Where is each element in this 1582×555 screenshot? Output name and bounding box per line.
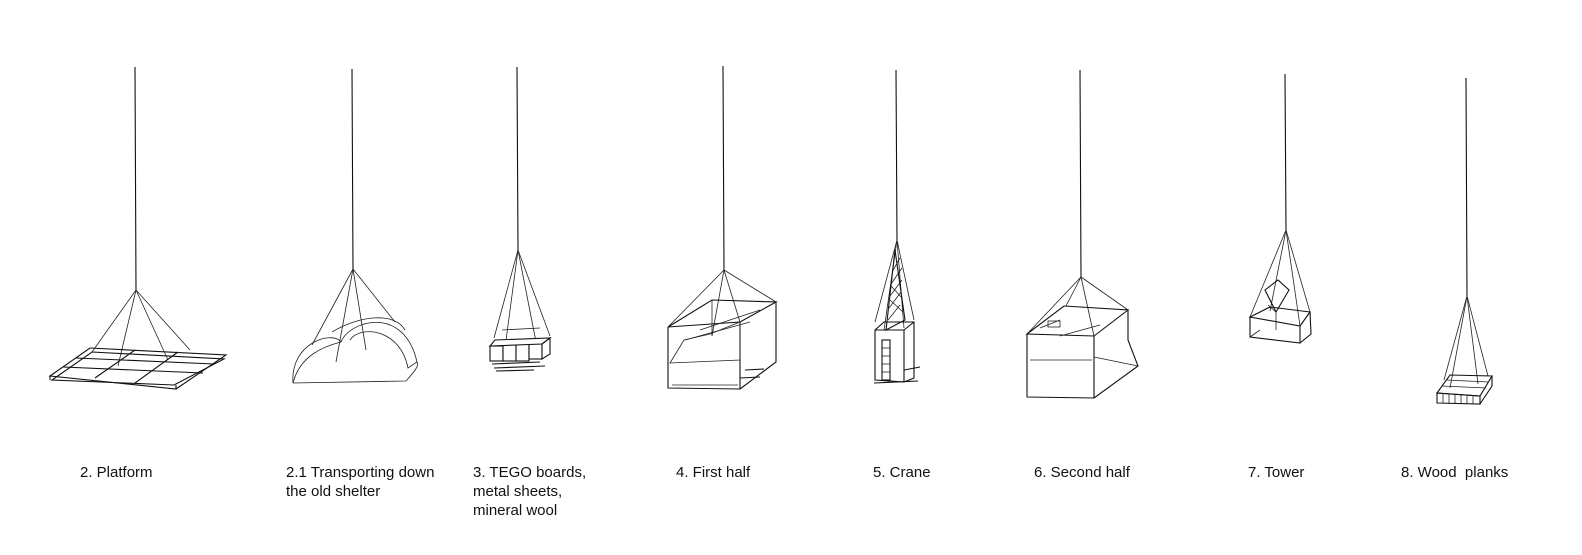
hoist-cable <box>516 66 519 251</box>
crane-lattice <box>885 249 906 331</box>
caption-wood: 8. Wood planks <box>1401 464 1509 481</box>
hoist-cable <box>1284 73 1287 231</box>
sling-lines <box>493 249 551 349</box>
module-frame <box>667 299 779 390</box>
hoist-cable <box>895 69 898 241</box>
hoist-cable <box>1465 77 1468 297</box>
stage-wood-drawing <box>1435 77 1493 405</box>
hoist-cable <box>722 65 725 271</box>
caption-shelter: 2.1 Transporting down the old shelter <box>286 464 435 500</box>
hoist-cable <box>134 66 137 291</box>
sling-lines <box>1249 229 1311 327</box>
stage-platform-drawing <box>48 66 228 390</box>
plank-stack <box>1435 374 1493 405</box>
caption-platform: 2. Platform <box>80 464 153 481</box>
half-cylinder-shelter <box>292 317 419 384</box>
material-bundle <box>488 336 552 372</box>
caption-tower: 7. Tower <box>1248 464 1305 481</box>
tower-frame <box>1248 279 1312 344</box>
crane-base-frame <box>873 321 921 384</box>
sling-lines <box>1443 295 1489 389</box>
stage-tego-drawing <box>488 66 552 372</box>
hoist-cable <box>351 68 354 270</box>
caption-second-half: 6. Second half <box>1034 464 1130 481</box>
module-box <box>1025 305 1139 399</box>
stage-crane-drawing <box>873 69 921 384</box>
stage-first-half-drawing <box>667 65 779 390</box>
stage-tower-drawing <box>1248 73 1312 344</box>
hoist-cable <box>1079 69 1082 278</box>
caption-crane: 5. Crane <box>873 464 931 481</box>
sling-lines <box>311 268 396 363</box>
platform-grid <box>48 347 228 390</box>
caption-first-half: 4. First half <box>676 464 751 481</box>
stage-shelter-drawing <box>292 68 419 384</box>
caption-tego: 3. TEGO boards, metal sheets, mineral wo… <box>473 464 587 519</box>
sling-lines <box>1026 276 1129 337</box>
stage-second-half-drawing <box>1025 69 1139 399</box>
